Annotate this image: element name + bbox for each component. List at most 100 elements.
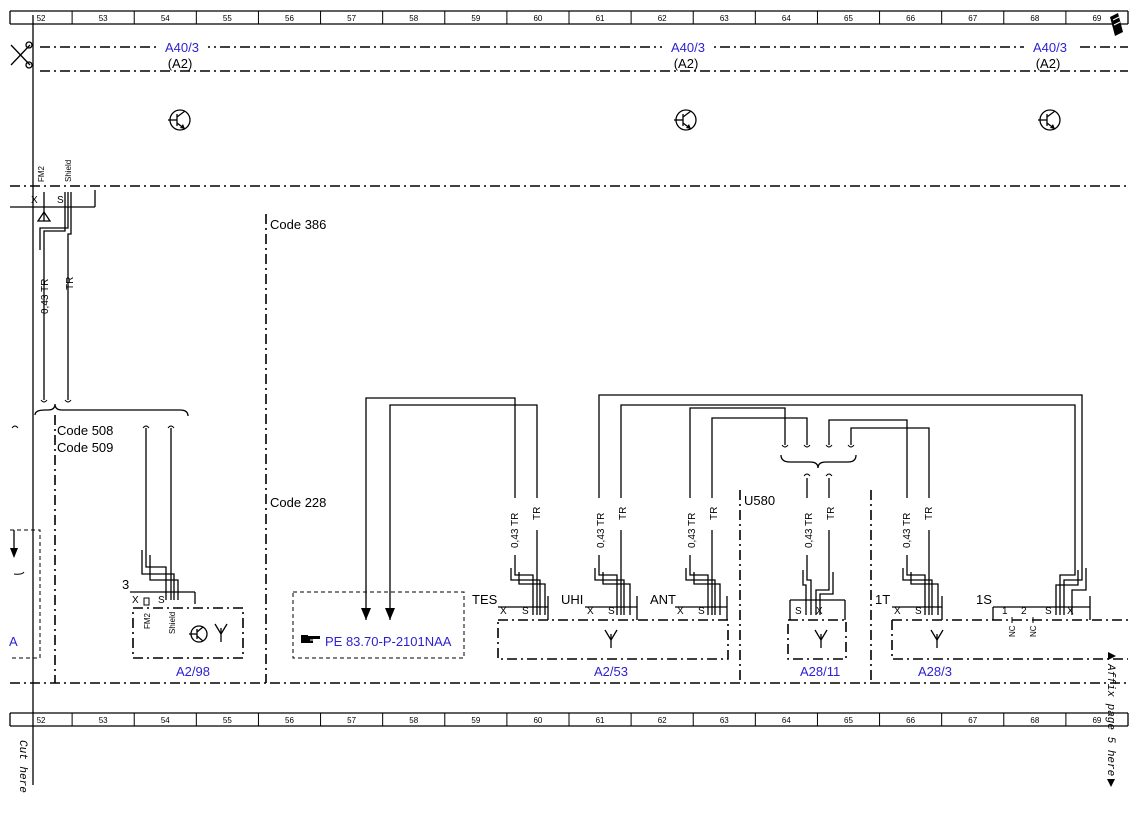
ruler-label: 56 (285, 14, 294, 23)
pin-x: X (500, 606, 507, 617)
ruler-label: 69 (1092, 14, 1101, 23)
ruler-label: 63 (720, 716, 729, 725)
ruler-label: 60 (533, 14, 542, 23)
transistor-symbol-icon (674, 109, 697, 131)
ruler-label: 67 (968, 14, 977, 23)
pin-ant-label: ANT (650, 592, 676, 607)
wire-label: 0,43 TR (40, 279, 51, 314)
pin-label-shield: Shield (168, 612, 177, 634)
pin-1t-label: 1T (875, 592, 890, 607)
section-name: A40/3 (165, 40, 199, 55)
pin-1: 1 (1002, 606, 1008, 617)
ruler-label: 56 (285, 716, 294, 725)
component-label: A28/3 (918, 664, 952, 679)
ruler-label: 59 (471, 14, 480, 23)
triangle-marker-icon (1107, 779, 1115, 787)
wire-label: 0,43 TR (687, 513, 698, 548)
ruler-label: 66 (906, 14, 915, 23)
ruler-label: 65 (844, 716, 853, 725)
ruler-label: 58 (409, 14, 418, 23)
ruler-label: 64 (782, 14, 791, 23)
scissors-icon (10, 41, 33, 69)
antenna-symbol-icon (814, 629, 828, 648)
triangle-marker-icon (1108, 652, 1116, 660)
header-section-2: A40/3 (A2) (662, 38, 714, 71)
ruler-label: 67 (968, 716, 977, 725)
wire-label: 0,43 TR (596, 513, 607, 548)
wire-label: TR (65, 277, 76, 290)
ruler-label: 62 (658, 14, 667, 23)
pin-s: S (57, 195, 64, 206)
code-509-label: Code 509 (57, 440, 113, 455)
pin-x: X (677, 606, 684, 617)
code-386-label: Code 386 (270, 217, 326, 232)
pin-1s-label: 1S (976, 592, 992, 607)
pin-nc: NC (1008, 625, 1017, 637)
pin-uhi-label: UHI (561, 592, 583, 607)
ruler-label: 65 (844, 14, 853, 23)
antenna-symbol-icon (604, 629, 618, 648)
reference-link[interactable]: PE 83.70-P-2101NAA (325, 634, 452, 649)
ruler-label: 53 (99, 14, 108, 23)
ruler-label: 55 (223, 716, 232, 725)
header-section-1: A40/3 (A2) (156, 38, 208, 71)
left-connector: FM2 Shield X S 0,43 TR TR (10, 160, 96, 403)
pin-label-fm2: FM2 (37, 165, 46, 182)
ruler-label: 62 (658, 716, 667, 725)
section-ref: (A2) (168, 56, 193, 71)
pin-x: X (894, 606, 901, 617)
pin-x: X (132, 595, 139, 606)
ruler-label: 57 (347, 716, 356, 725)
ruler-label: 54 (161, 716, 170, 725)
ruler-label: 66 (906, 716, 915, 725)
brace-code-508: Code 508 Code 509 (11, 403, 189, 683)
pin-x: X (31, 195, 38, 206)
ruler-label: 52 (37, 14, 46, 23)
wire-label: TR (826, 507, 837, 520)
wire-label: TR (618, 507, 629, 520)
wire-label: 0,43 TR (902, 513, 913, 548)
pin-s: S (698, 606, 705, 617)
component-a2-98: 3 X S FM2 Shield A2/98 (122, 428, 244, 679)
section-ref: (A2) (1036, 56, 1061, 71)
component-partial-a: A (9, 529, 41, 659)
pin-label-shield: Shield (64, 160, 73, 182)
pin-s: S (158, 595, 165, 606)
ruler-label: 64 (782, 716, 791, 725)
section-name: A40/3 (671, 40, 705, 55)
ruler-label: 60 (533, 716, 542, 725)
component-label: A2/98 (176, 664, 210, 679)
ruler-label: 54 (161, 14, 170, 23)
pin-3-label: 3 (122, 577, 129, 592)
ruler-label: 52 (37, 716, 46, 725)
wire-label: 0,43 TR (510, 513, 521, 548)
ruler-label: 63 (720, 14, 729, 23)
corner-marker-icon (1110, 13, 1123, 36)
component-label: A28/11 (800, 664, 840, 679)
u580-label: U580 (744, 493, 775, 508)
section-name: A40/3 (1033, 40, 1067, 55)
wire-label: 0,43 TR (804, 513, 815, 548)
ruler-label: 59 (471, 716, 480, 725)
pin-x: X (587, 606, 594, 617)
pin-label-fm2: FM2 (143, 612, 152, 629)
ruler-label: 55 (223, 14, 232, 23)
transistor-symbol-icon (1038, 109, 1061, 131)
junction-brace (780, 419, 930, 488)
code-508-label: Code 508 (57, 423, 113, 438)
pin-x: X (816, 606, 823, 617)
component-a28-11: 0,43 TR TR S X A28/11 (787, 478, 847, 679)
pin-2: 2 (1021, 606, 1027, 617)
antenna-symbol-icon (214, 623, 228, 642)
pin-x: X (1067, 606, 1074, 617)
pin-s: S (915, 606, 922, 617)
wire-label: TR (532, 507, 543, 520)
ruler-label: 69 (1092, 716, 1101, 725)
hand-pointer-icon (301, 635, 320, 643)
ruler-label: 68 (1030, 716, 1039, 725)
component-a2-53: 0,43 TR TR TES X S 0,43 TR TR UHI X S (472, 394, 1083, 679)
pin-tes-label: TES (472, 592, 498, 607)
